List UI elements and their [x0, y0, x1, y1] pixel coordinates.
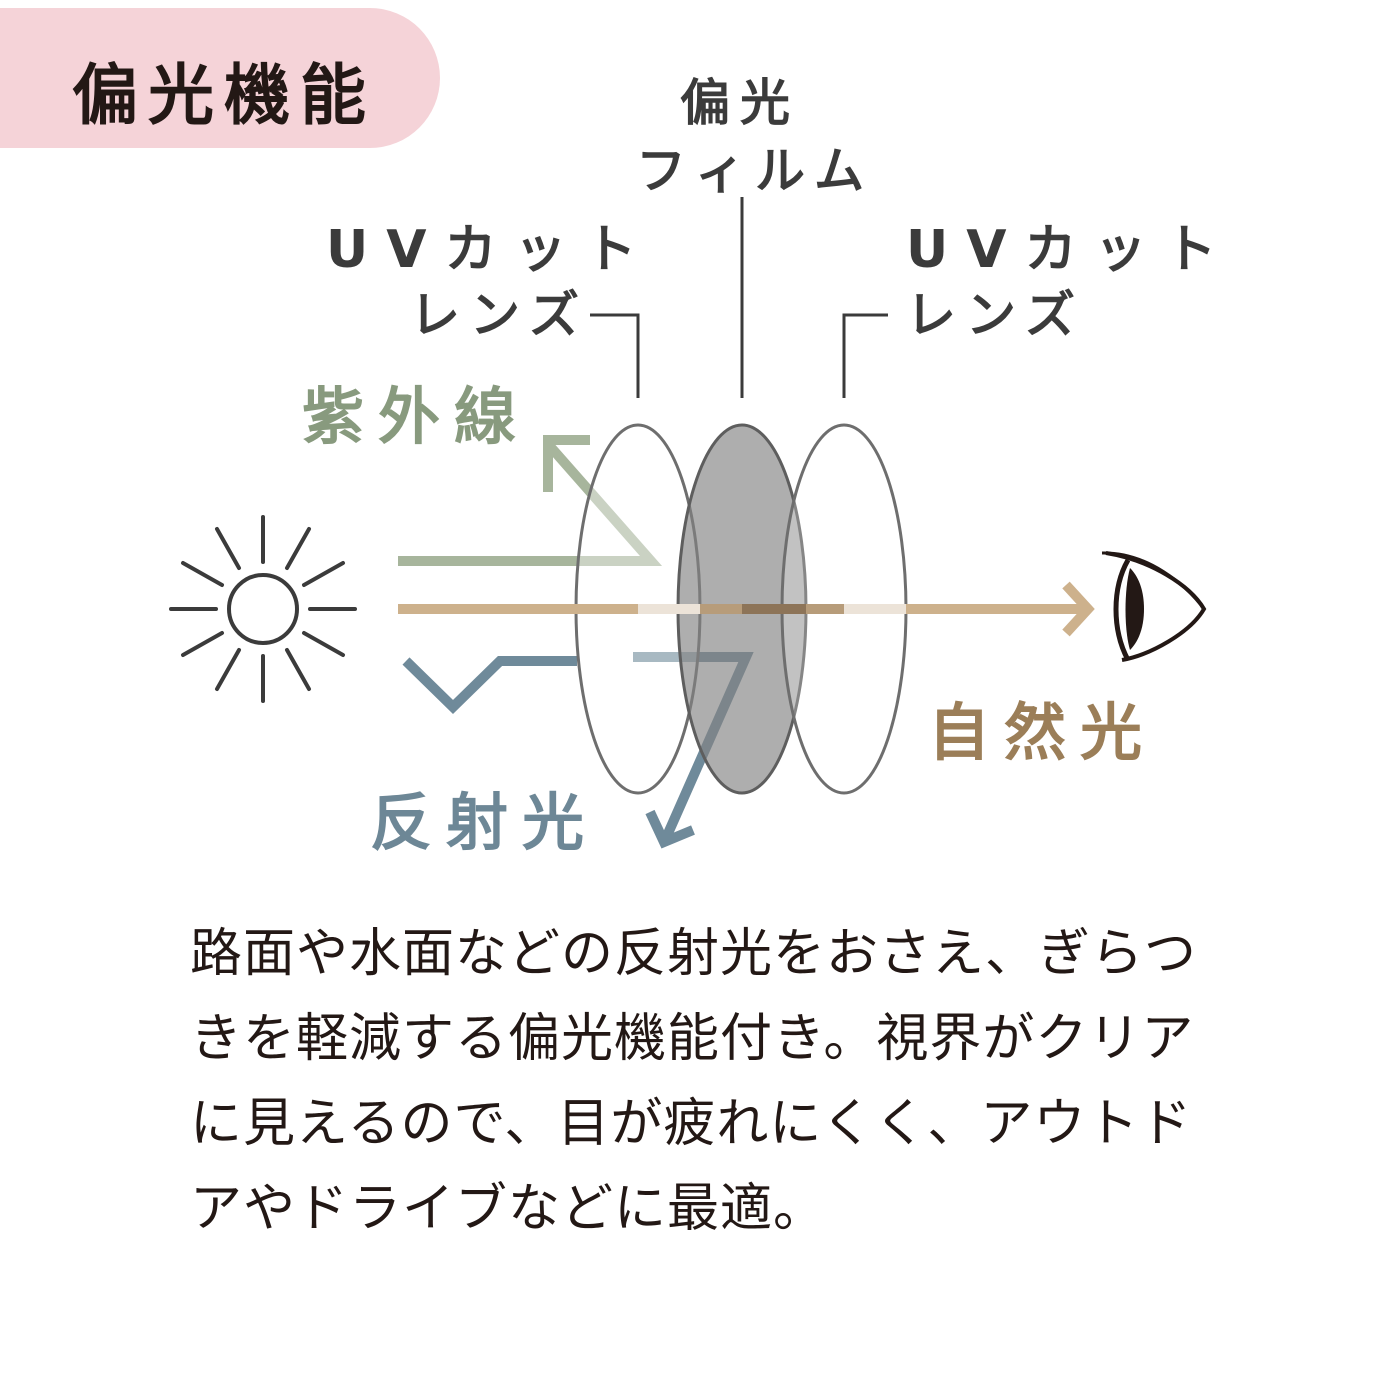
ultraviolet-label: 紫外線 [302, 380, 531, 453]
reflected-light-label: 反射光 [370, 786, 599, 859]
natural-light-label: 自然光 [928, 696, 1157, 769]
polarizing-film-label-line2: フィルム [636, 142, 874, 200]
uv-lens-left-label-line1: UVカット [326, 220, 655, 280]
polarizing-film-label-line1: 偏光 [680, 74, 800, 132]
title-badge-text: 偏光機能 [72, 57, 376, 134]
description-text: 路面や水面などの反射光をおさえ、ぎらつきを軽減する偏光機能付き。視界がクリアに見… [190, 924, 1198, 1239]
uv-lens-left-label-line2: レンズ [410, 286, 589, 344]
natural-light-ray [398, 581, 1095, 637]
eye-icon [1101, 551, 1207, 662]
sun-icon [169, 515, 357, 703]
leader-lines [590, 197, 888, 398]
uv-lens-right-label-line1: UVカット [906, 220, 1235, 280]
title-badge: 偏光機能 [0, 8, 440, 148]
uv-lens-right-label-line2: レンズ [906, 286, 1085, 344]
ultraviolet-ray [398, 435, 663, 566]
